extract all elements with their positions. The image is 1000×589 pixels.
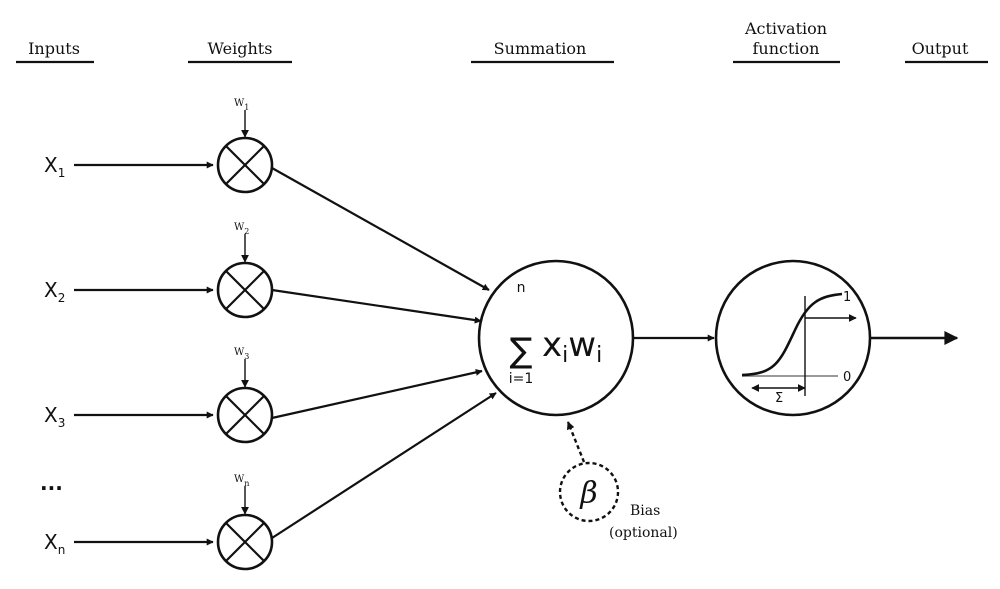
bias-label-line1: Bias: [630, 503, 660, 519]
input-x2-label: X2: [44, 278, 65, 305]
header-output: Output: [912, 39, 969, 58]
header-weights: Weights: [208, 39, 273, 58]
bias-symbol: β: [579, 476, 597, 511]
input-xn-label: Xn: [44, 530, 65, 557]
weight-labels: W1 W2 W3 Wn: [234, 98, 249, 515]
input-labels: X1 X2 X3 ... Xn: [40, 153, 65, 557]
summation-lower-limit: i=1: [509, 371, 534, 387]
activation-node: 1 0 Σ: [714, 259, 872, 417]
activation-one-label: 1: [843, 290, 851, 305]
weighted-input-arrows: [271, 167, 497, 539]
weighted-arrow-3: [271, 368, 483, 420]
activation-zero-label: 0: [843, 370, 851, 385]
header-activation-line1: Activation: [744, 19, 827, 38]
weight-w1-label: W1: [234, 98, 249, 112]
summation-expression: xiwi: [542, 325, 602, 368]
column-headers: Inputs Weights Summation Activation func…: [16, 19, 988, 64]
bias-label-line2: (optional): [609, 525, 678, 541]
header-activation-line2: function: [753, 39, 820, 58]
summation-node: n ∑ i=1 xiwi: [477, 259, 635, 417]
input-x3-label: X3: [44, 403, 65, 430]
weighted-arrow-n: [271, 392, 497, 539]
bias-arrow: [566, 421, 586, 463]
summation-upper-limit: n: [517, 280, 526, 296]
weight-wn-label: Wn: [234, 474, 249, 488]
weighted-arrow-1: [271, 167, 490, 291]
activation-sigmoid-curve: [741, 292, 843, 377]
header-summation: Summation: [494, 39, 587, 58]
multiplier-node-n: [216, 513, 274, 571]
bias-node: [558, 461, 620, 523]
activation-sigma-label: Σ: [775, 391, 783, 406]
input-x1-label: X1: [44, 153, 65, 180]
weighted-arrow-2: [271, 288, 482, 324]
bias-group: β Bias (optional): [558, 421, 678, 541]
input-arrows: [74, 161, 214, 546]
summation-sigma: ∑: [510, 331, 533, 371]
weight-w2-label: W2: [234, 222, 249, 236]
weight-w3-label: W3: [234, 347, 249, 361]
multiplier-node-3: [216, 386, 274, 444]
input-ellipsis: ...: [40, 471, 63, 495]
multiplier-node-2: [216, 261, 274, 319]
header-inputs: Inputs: [28, 39, 80, 58]
multiplier-node-1: [216, 136, 274, 194]
